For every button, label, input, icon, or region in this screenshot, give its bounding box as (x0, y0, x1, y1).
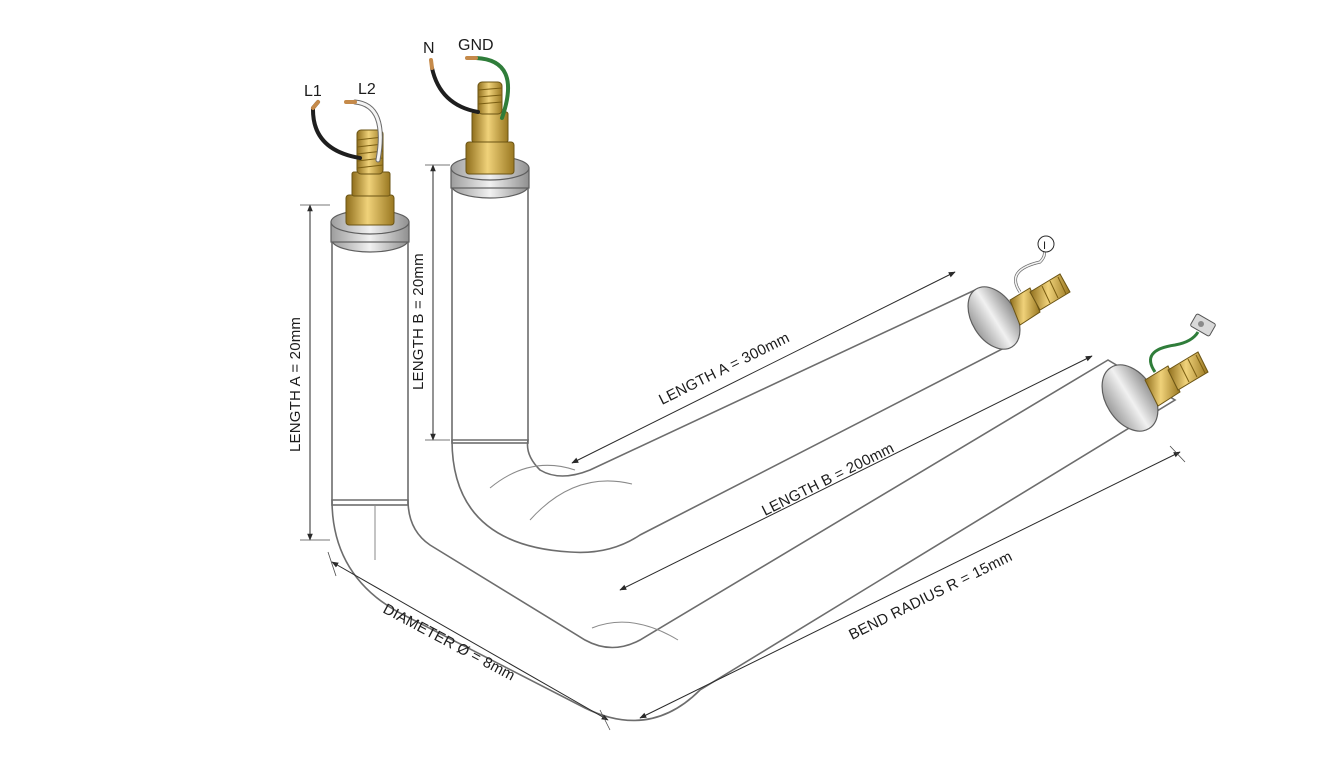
earth-symbol-label: I (1043, 240, 1046, 252)
wire-gnd (465, 56, 511, 120)
wire-label-l2: L2 (358, 81, 376, 98)
wire-label-l1: L1 (304, 83, 322, 100)
wire-label-n: N (423, 40, 435, 57)
wire-label-gnd: GND (458, 37, 494, 54)
wire-l2 (344, 99, 383, 163)
dimension-length-b-vertical (425, 164, 450, 441)
inner-end-terminal: I (1009, 235, 1071, 326)
label-bend-radius: BEND RADIUS R = 15mm (846, 548, 1015, 644)
wire-n (429, 58, 480, 114)
wire-l1 (310, 100, 362, 160)
outer-end-terminal (1144, 313, 1216, 407)
label-diameter: DIAMETER Ø = 8mm (380, 601, 518, 685)
dimension-length-a-horizontal (571, 271, 956, 464)
label-length-b-vertical: LENGTH B = 20mm (410, 253, 427, 390)
label-length-b-horizontal: LENGTH B = 200mm (759, 440, 897, 520)
inner-top-terminal (465, 81, 515, 175)
dimension-bend-radius (639, 445, 1186, 719)
outer-top-terminal (345, 129, 395, 226)
label-length-a-vertical: LENGTH A = 20mm (287, 317, 304, 452)
label-length-a-horizontal: LENGTH A = 300mm (656, 329, 792, 408)
dimension-diameter (327, 551, 611, 731)
dimension-length-a-vertical (300, 204, 330, 541)
